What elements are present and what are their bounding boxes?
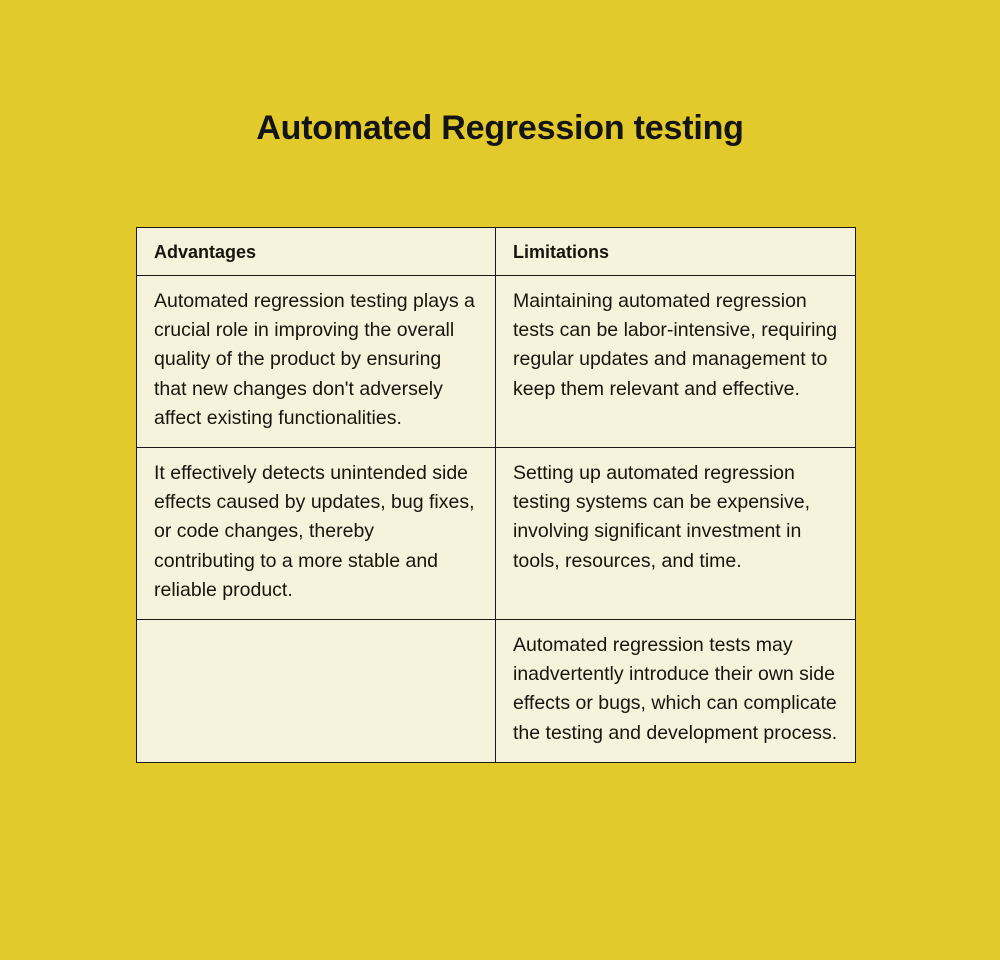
table-header: Advantages Limitations [136,227,856,276]
table-row: Automated regression tests may inadverte… [136,619,856,763]
cell-advantages-empty [136,619,496,763]
table-row: It effectively detects unintended side e… [136,447,856,621]
table-body: Automated regression testing plays a cru… [136,274,856,763]
cell-limitations: Setting up automated regression testing … [495,447,856,621]
cell-limitations: Automated regression tests may inadverte… [495,619,856,763]
advantages-limitations-table: Advantages Limitations Automated regress… [136,227,856,763]
cell-advantages: It effectively detects unintended side e… [136,447,496,621]
page-title: Automated Regression testing [256,108,744,147]
column-header-limitations: Limitations [495,227,856,276]
cell-advantages: Automated regression testing plays a cru… [136,274,496,449]
column-header-advantages: Advantages [136,227,496,276]
table-header-row: Advantages Limitations [136,227,856,276]
table-row: Automated regression testing plays a cru… [136,274,856,449]
cell-limitations: Maintaining automated regression tests c… [495,274,856,449]
